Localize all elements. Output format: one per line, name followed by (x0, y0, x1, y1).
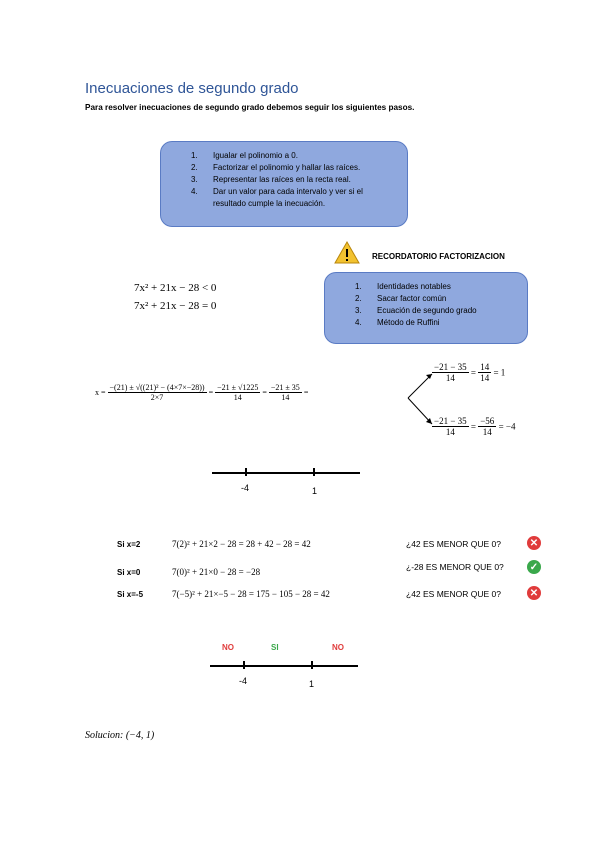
test-expression: 7(2)² + 21×2 − 28 = 28 + 42 − 28 = 42 (172, 539, 311, 549)
steps-list: 1.Igualar el polinomio a 0. 2.Factorizar… (191, 150, 391, 210)
interval-label: NO (222, 643, 234, 652)
test-question: ¿-28 ES MENOR QUE 0? (406, 562, 504, 572)
test-question: ¿42 ES MENOR QUE 0? (406, 589, 501, 599)
formula-fraction-2: −21 ± √1225 14 (215, 383, 261, 402)
list-item: 1.Igualar el polinomio a 0. (191, 151, 298, 160)
formula-fraction-1: −(21) ± √((21)² − (4×7×−28)) 2×7 (107, 383, 207, 402)
cross-icon: ✕ (527, 586, 541, 600)
quadratic-formula: x = −(21) ± √((21)² − (4×7×−28)) 2×7 = −… (95, 383, 309, 402)
number-line-1 (212, 472, 360, 474)
tick-minus-4 (243, 661, 245, 669)
reminder-list: 1.Identidades notables 2.Sacar factor co… (355, 281, 527, 329)
cross-icon: ✕ (527, 536, 541, 550)
test-label: Si x=-5 (117, 590, 144, 599)
interval-label: NO (332, 643, 344, 652)
number-line-2-label: -4 (239, 676, 248, 686)
interval-label: SI (271, 643, 279, 652)
reminder-box: 1.Identidades notables 2.Sacar factor co… (324, 272, 528, 344)
test-expression: 7(−5)² + 21×−5 − 28 = 175 − 105 − 28 = 4… (172, 589, 330, 599)
test-label: Si x=2 (117, 540, 141, 549)
list-item: 2.Factorizar el polinomio y hallar las r… (191, 163, 361, 172)
check-icon: ✓ (527, 560, 541, 574)
list-item: 4.Método de Ruffini (355, 318, 440, 327)
tick-minus-4 (245, 468, 247, 476)
reminder-heading: RECORDATORIO FACTORIZACION (372, 252, 505, 261)
list-item: 4.Dar un valor para cada intervalo y ver… (191, 187, 363, 208)
test-question: ¿42 ES MENOR QUE 0? (406, 539, 501, 549)
branch-arrows (407, 373, 433, 425)
list-item: 3.Ecuación de segundo grado (355, 306, 477, 315)
list-item: 2.Sacar factor común (355, 294, 447, 303)
tick-1 (313, 468, 315, 476)
number-line-1-label: -4 (241, 483, 250, 493)
warning-icon (334, 240, 360, 266)
page-title: Inecuaciones de segundo grado (85, 80, 299, 97)
number-line-2-label: 1 (309, 679, 315, 689)
equality: 7x² + 21x − 28 = 0 (134, 300, 217, 312)
test-label: Si x=0 (117, 568, 141, 577)
list-item: 3.Representar las raíces en la recta rea… (191, 175, 351, 184)
number-line-2 (210, 665, 358, 667)
tick-1 (311, 661, 313, 669)
formula-fraction-3: −21 ± 35 14 (268, 383, 302, 402)
number-line-1-label: 1 (312, 486, 318, 496)
page-subtitle: Para resolver inecuaciones de segundo gr… (85, 103, 415, 112)
steps-box: 1.Igualar el polinomio a 0. 2.Factorizar… (160, 141, 408, 227)
inequality: 7x² + 21x − 28 < 0 (134, 282, 217, 294)
test-expression: 7(0)² + 21×0 − 28 = −28 (172, 567, 261, 577)
solution: Solucion: (−4, 1) (85, 730, 155, 741)
list-item: 1.Identidades notables (355, 282, 451, 291)
